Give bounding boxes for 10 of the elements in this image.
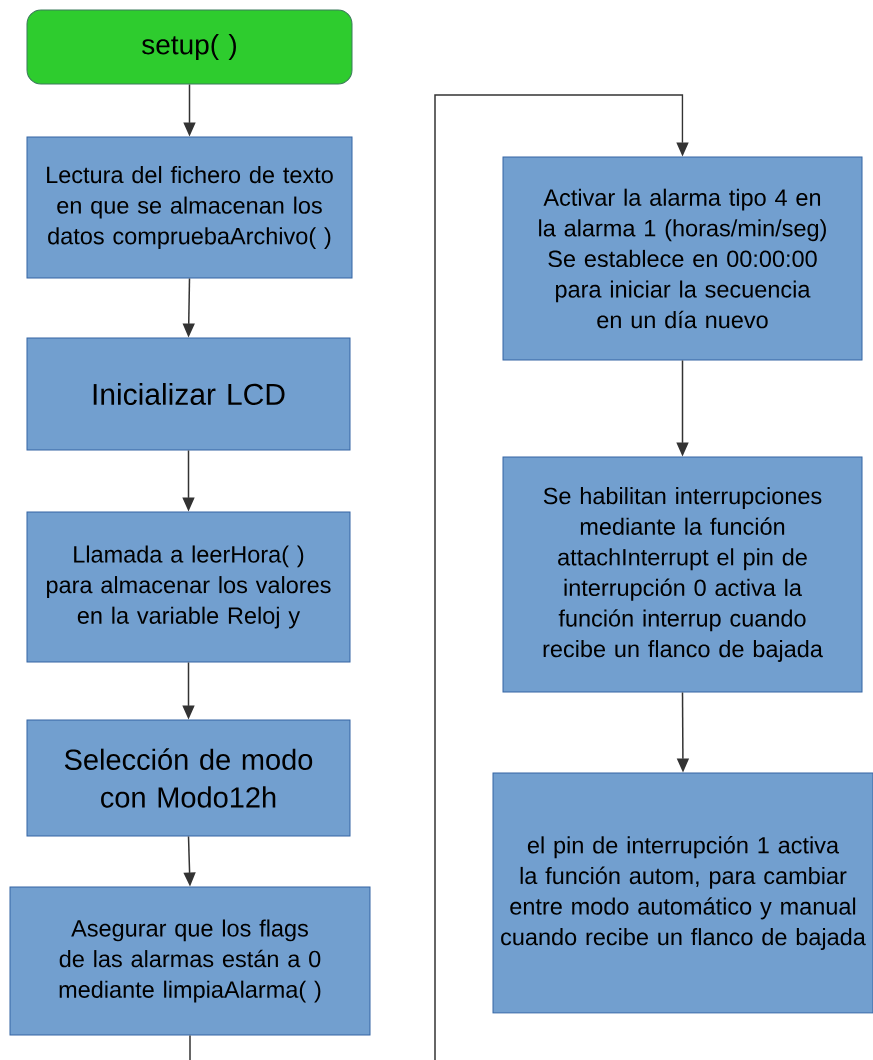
process-box: Asegurar que los flags de las alarmas están a 0 mediante limpiaAlarma( ) <box>9 886 371 1036</box>
process-box: Se habilitan interrupciones mediante la función attachInterrupt el pin de interrupción 0 activa la función interrup cuando recibe un flanco de bajada <box>502 456 863 693</box>
process-box: el pin de interrupción 1 activa la función autom, para cambiar entre modo automático y manual cuando recibe un flanco de bajada <box>492 772 873 1014</box>
start-box: setup( ) <box>26 9 353 85</box>
process-box: Activar la alarma tipo 4 en la alarma 1 (horas/min/seg) Se establece en 00:00:00 para iniciar la secuencia en un día nuevo <box>502 156 863 361</box>
process-box: Llamada a leerHora( ) para almacenar los valores en la variable Reloj y <box>26 511 351 663</box>
process-box: Selección de modo con Modo12h <box>26 719 351 837</box>
process-box: Lectura del fichero de texto en que se almacenan los datos compruebaArchivo( ) <box>26 136 353 279</box>
process-box: Inicializar LCD <box>26 337 351 451</box>
arrow <box>434 94 689 1060</box>
